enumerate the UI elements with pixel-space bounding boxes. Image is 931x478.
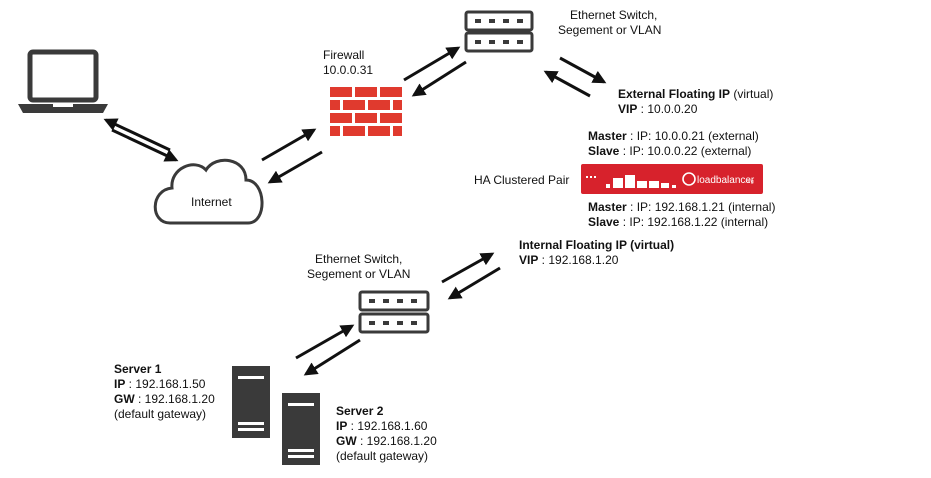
internal-vip-title: Internal Floating IP (virtual) [519, 238, 675, 252]
server1-label: Server 1 IP : 192.168.1.50 GW : 192.168.… [114, 362, 215, 422]
internal-vip-key: VIP [519, 253, 539, 267]
load-balancer-appliance-icon: loadbalancer .org [581, 164, 763, 194]
internal-vip-value: : 192.168.1.20 [538, 253, 619, 267]
cloud-icon [153, 158, 264, 225]
bottom-switch-line2: Segement or VLAN [307, 267, 411, 281]
external-vip-value: : 10.0.0.20 [637, 102, 698, 116]
cluster-external-label: Master : IP: 10.0.0.21 (external) Slave … [588, 129, 759, 159]
brand-logo-text: loadbalancer [697, 175, 755, 186]
server1-gw-value: : 192.168.1.20 [134, 392, 215, 406]
server2-ip-value: : 192.168.1.60 [347, 419, 428, 433]
slave-internal-value: : IP: 192.168.1.22 (internal) [619, 215, 769, 229]
laptop-icon [18, 49, 108, 113]
top-switch-line2: Segement or VLAN [558, 23, 662, 37]
ethernet-switch-icon [358, 290, 430, 334]
server-icon [282, 393, 320, 465]
server2-gw-value: : 192.168.1.20 [356, 434, 437, 448]
firewall-ip: 10.0.0.31 [323, 63, 374, 77]
external-vip-key: VIP [618, 102, 638, 116]
server1-gw-key: GW [114, 392, 135, 406]
server2-ip-key: IP [336, 419, 348, 433]
server2-name: Server 2 [336, 404, 384, 418]
top-switch-line1: Ethernet Switch, [570, 8, 658, 22]
server1-name: Server 1 [114, 362, 162, 376]
slave-external-key: Slave [588, 144, 620, 158]
server-icon [232, 366, 270, 438]
top-switch-label: Ethernet Switch, Segement or VLAN [558, 8, 661, 38]
external-vip-title: External Floating IP [618, 87, 731, 101]
bottom-switch-label: Ethernet Switch, Segement or VLAN [307, 252, 410, 282]
server1-note: (default gateway) [114, 407, 207, 421]
brand-logo-suffix: .org [745, 179, 754, 185]
master-internal-key: Master [588, 200, 627, 214]
server1-ip-value: : 192.168.1.50 [125, 377, 206, 391]
cluster-internal-label: Master : IP: 192.168.1.21 (internal) Sla… [588, 200, 775, 230]
master-internal-value: : IP: 192.168.1.21 (internal) [626, 200, 776, 214]
slave-external-value: : IP: 10.0.0.22 (external) [619, 144, 752, 158]
connection-arrows [103, 46, 607, 376]
internet-label: Internet [191, 195, 232, 209]
server2-gw-key: GW [336, 434, 357, 448]
master-external-value: : IP: 10.0.0.21 (external) [626, 129, 759, 143]
server2-label: Server 2 IP : 192.168.1.60 GW : 192.168.… [336, 404, 437, 464]
internal-vip-label: Internal Floating IP (virtual) VIP : 192… [519, 238, 674, 268]
master-external-key: Master [588, 129, 627, 143]
server1-ip-key: IP [114, 377, 126, 391]
external-vip-suffix: (virtual) [730, 87, 774, 101]
ha-pair-label: HA Clustered Pair [474, 173, 570, 187]
ethernet-switch-icon [464, 10, 534, 53]
server2-note: (default gateway) [336, 449, 429, 463]
external-vip-label: External Floating IP (virtual) VIP : 10.… [618, 87, 773, 117]
firewall-icon [330, 87, 402, 136]
firewall-name: Firewall [323, 48, 365, 62]
bottom-switch-line1: Ethernet Switch, [315, 252, 403, 266]
firewall-label: Firewall 10.0.0.31 [323, 48, 373, 78]
slave-internal-key: Slave [588, 215, 620, 229]
